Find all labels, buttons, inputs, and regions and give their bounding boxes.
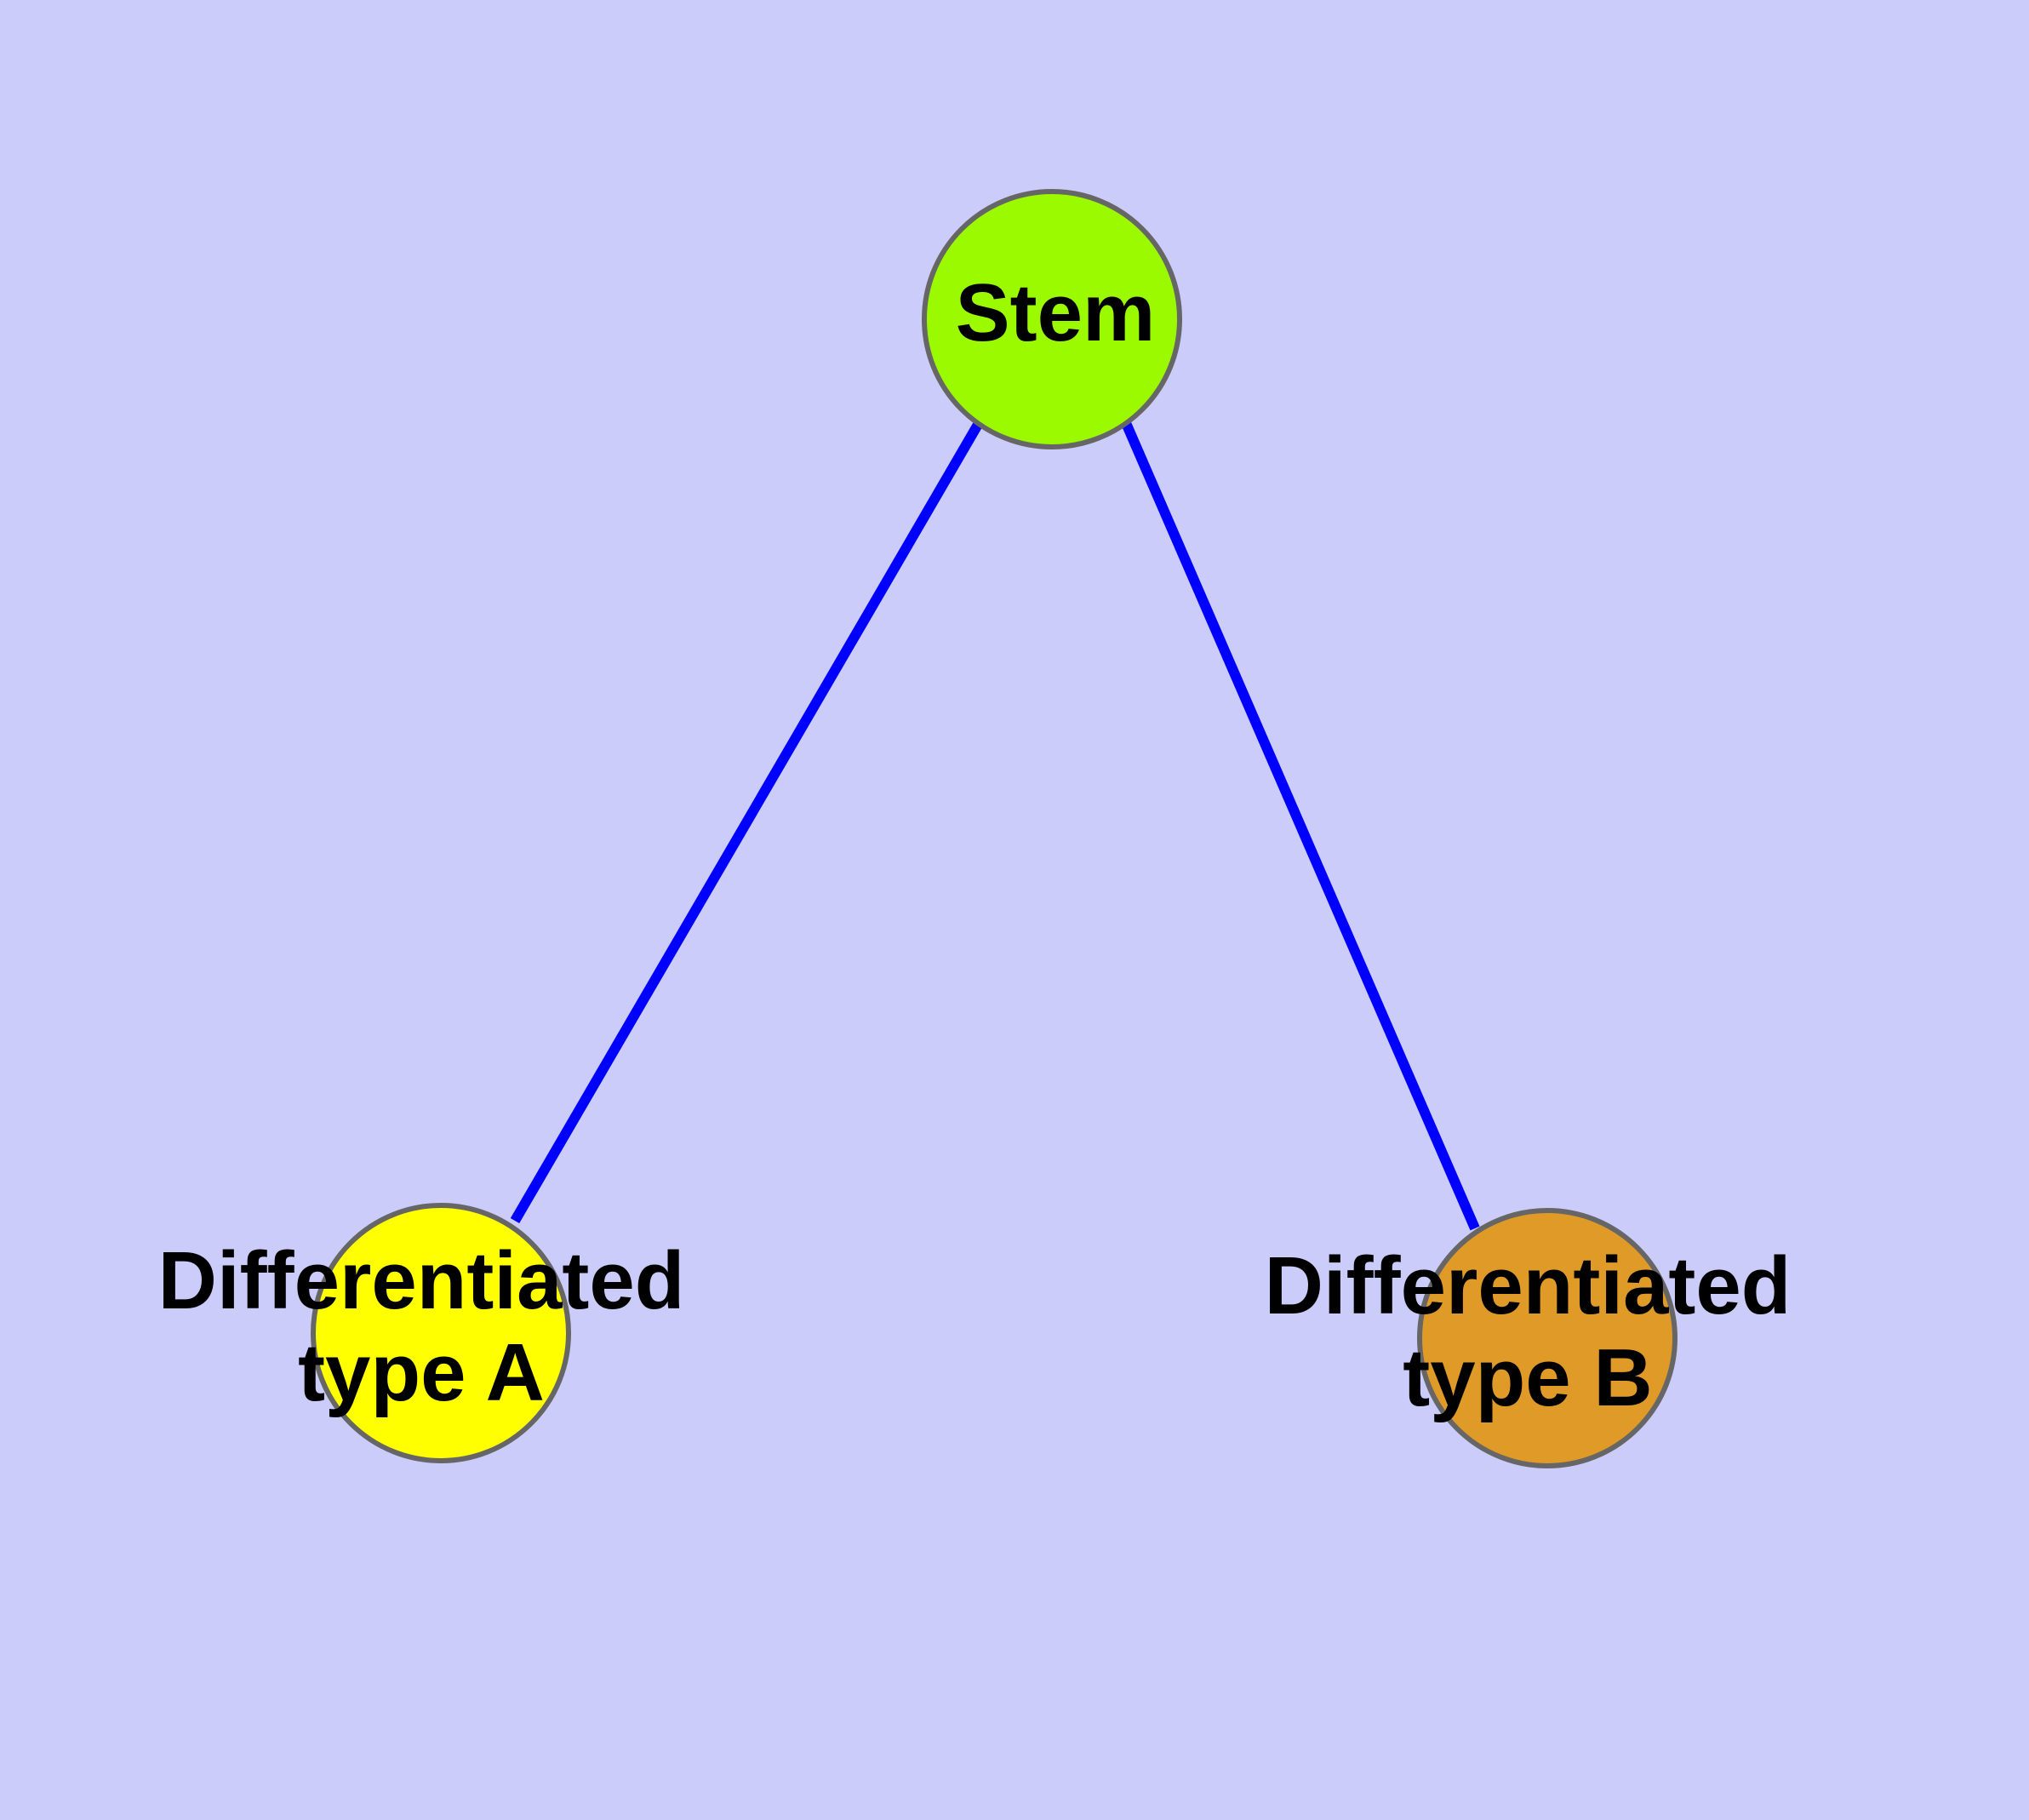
edge-layer xyxy=(510,420,1480,1231)
label-line: type A xyxy=(298,1327,545,1418)
edge-stem-to-type-b xyxy=(1121,421,1480,1231)
label-line: Stem xyxy=(956,267,1156,358)
node-layer xyxy=(311,189,1677,1468)
label-line: type B xyxy=(1403,1332,1652,1423)
label-line: Differentiated xyxy=(158,1236,685,1327)
node-stem-circle[interactable] xyxy=(922,189,1182,449)
node-diff-type-b-circle[interactable] xyxy=(1417,1208,1677,1468)
node-stem-label: Stem xyxy=(956,267,1156,358)
edge-stem-to-type-a xyxy=(510,420,984,1224)
label-line: Differentiated xyxy=(1265,1241,1792,1332)
node-diff-type-a-circle[interactable] xyxy=(311,1203,571,1463)
